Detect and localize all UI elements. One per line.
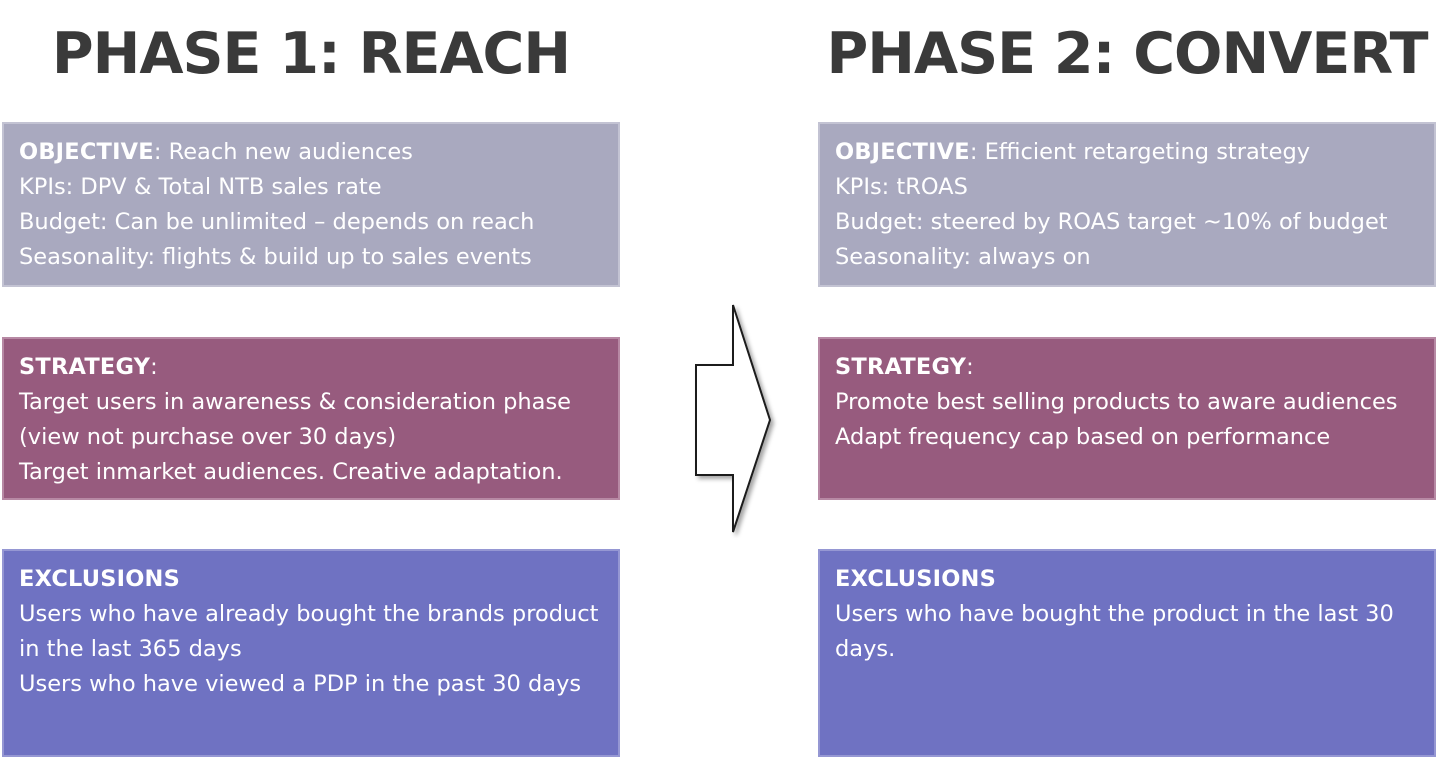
phase-2-objective-box: OBJECTIVE: Efficient retargeting strateg… <box>818 122 1436 287</box>
strategy-heading: STRATEGY <box>19 354 151 380</box>
phase-2-title: PHASE 2: CONVERT <box>826 21 1429 87</box>
strategy-text-line: Target inmarket audiences. Creative adap… <box>19 459 563 485</box>
objective-line: OBJECTIVE: Reach new audiences <box>19 135 603 170</box>
phase-1-strategy-box: STRATEGY: Target users in awareness & co… <box>2 337 620 500</box>
exclusions-text-line: days. <box>835 636 896 662</box>
budget-line: Budget: steered by ROAS target ~10% of b… <box>835 209 1388 235</box>
exclusions-text-line: Users who have viewed a PDP in the past … <box>19 671 582 697</box>
seasonality-line: Seasonality: always on <box>835 244 1091 270</box>
objective-text: : Efficient retargeting strategy <box>969 139 1311 165</box>
strategy-colon: : <box>150 354 158 380</box>
strategy-heading: STRATEGY <box>835 354 967 380</box>
exclusions-heading: EXCLUSIONS <box>835 566 996 592</box>
kpi-line: KPIs: DPV & Total NTB sales rate <box>19 174 382 200</box>
right-arrow-icon <box>695 304 772 533</box>
budget-line: Budget: Can be unlimited – depends on re… <box>19 209 535 235</box>
exclusions-heading: EXCLUSIONS <box>19 566 180 592</box>
strategy-text-line: Promote best selling products to aware a… <box>835 389 1398 415</box>
seasonality-line: Seasonality: flights & build up to sales… <box>19 244 532 270</box>
objective-line: OBJECTIVE: Efficient retargeting strateg… <box>835 135 1419 170</box>
strategy-text-line: Target users in awareness & consideratio… <box>19 389 572 415</box>
strategy-line: STRATEGY: <box>835 350 1419 385</box>
arrow-shape <box>695 304 772 533</box>
exclusions-text-line: in the last 365 days <box>19 636 242 662</box>
exclusions-text-line: Users who have already bought the brands… <box>19 601 599 627</box>
phase-1-title: PHASE 1: REACH <box>51 21 571 87</box>
strategy-text-line: Adapt frequency cap based on performance <box>835 424 1331 450</box>
strategy-text-line: (view not purchase over 30 days) <box>19 424 397 450</box>
objective-heading: OBJECTIVE <box>835 139 970 165</box>
objective-heading: OBJECTIVE <box>19 139 154 165</box>
objective-text: : Reach new audiences <box>153 139 413 165</box>
exclusions-text-line: Users who have bought the product in the… <box>835 601 1394 627</box>
phase-1-exclusions-box: EXCLUSIONS Users who have already bought… <box>2 549 620 757</box>
strategy-line: STRATEGY: <box>19 350 603 385</box>
phase-2-exclusions-box: EXCLUSIONS Users who have bought the pro… <box>818 549 1436 757</box>
phase-2-strategy-box: STRATEGY: Promote best selling products … <box>818 337 1436 500</box>
kpi-line: KPIs: tROAS <box>835 174 968 200</box>
phase-1-objective-box: OBJECTIVE: Reach new audiences KPIs: DPV… <box>2 122 620 287</box>
strategy-colon: : <box>966 354 974 380</box>
